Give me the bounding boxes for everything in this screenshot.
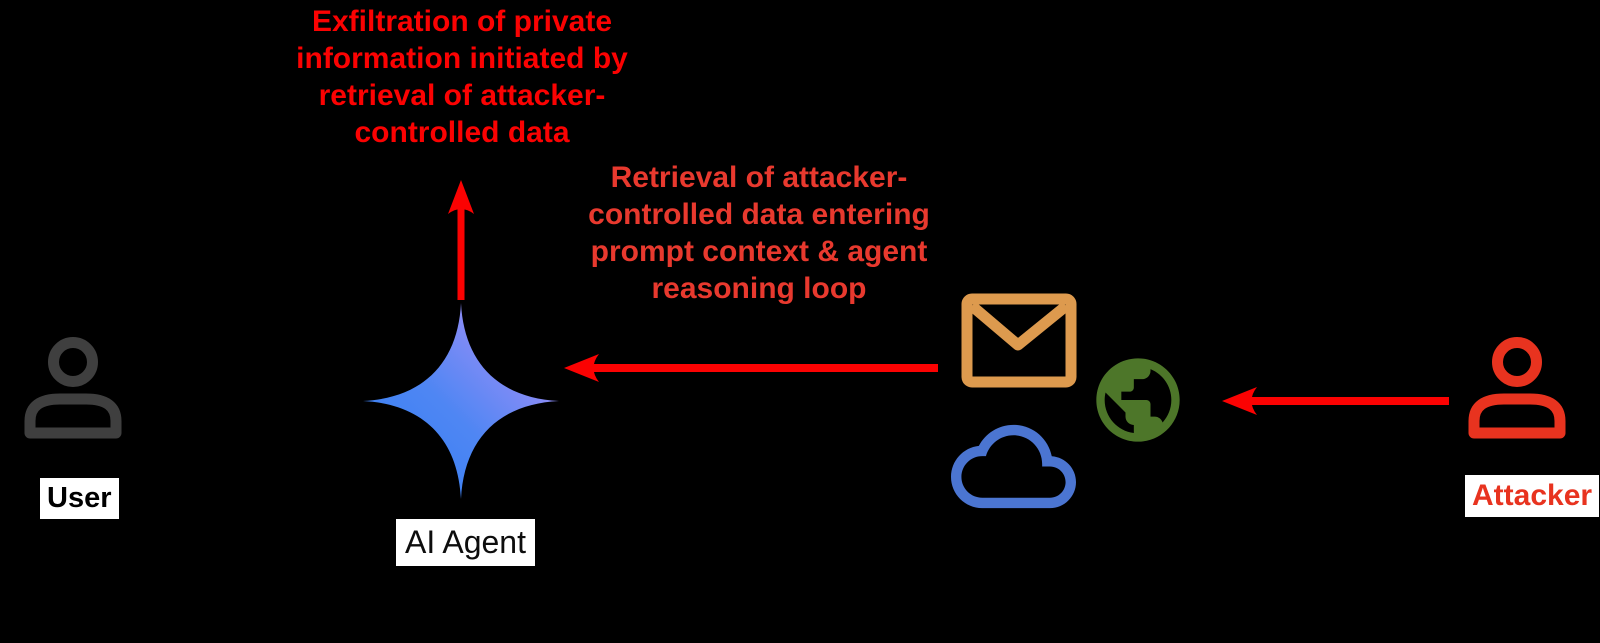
user-icon — [24, 337, 122, 439]
exfiltration-arrow — [448, 180, 474, 300]
annotation-line: reasoning loop — [651, 272, 867, 305]
annotation-line: Exfiltration of private — [311, 5, 613, 38]
ai-agent-label: AI Agent — [396, 519, 535, 566]
globe-icon — [1096, 358, 1180, 442]
mail-icon — [961, 293, 1077, 388]
retrieval-annotation: Retrieval of attacker- controlled data e… — [577, 159, 941, 307]
attacker-icon — [1468, 337, 1566, 439]
injection-arrow — [1222, 387, 1449, 415]
annotation-line: information initiated by — [296, 42, 628, 75]
retrieval-arrow — [564, 354, 938, 382]
cloud-icon — [951, 424, 1076, 509]
ai-agent-icon — [363, 303, 559, 499]
annotation-line: retrieval of attacker- — [318, 79, 606, 112]
sparkle-shape — [363, 303, 559, 499]
annotation-line: controlled data entering — [588, 198, 930, 231]
annotation-line: prompt context & agent — [590, 235, 928, 268]
attacker-label: Attacker — [1465, 475, 1600, 517]
user-label: User — [40, 478, 119, 519]
exfiltration-annotation: Exfiltration of private information init… — [282, 3, 642, 151]
annotation-line: Retrieval of attacker- — [610, 161, 908, 194]
annotation-line: controlled data — [354, 116, 570, 149]
